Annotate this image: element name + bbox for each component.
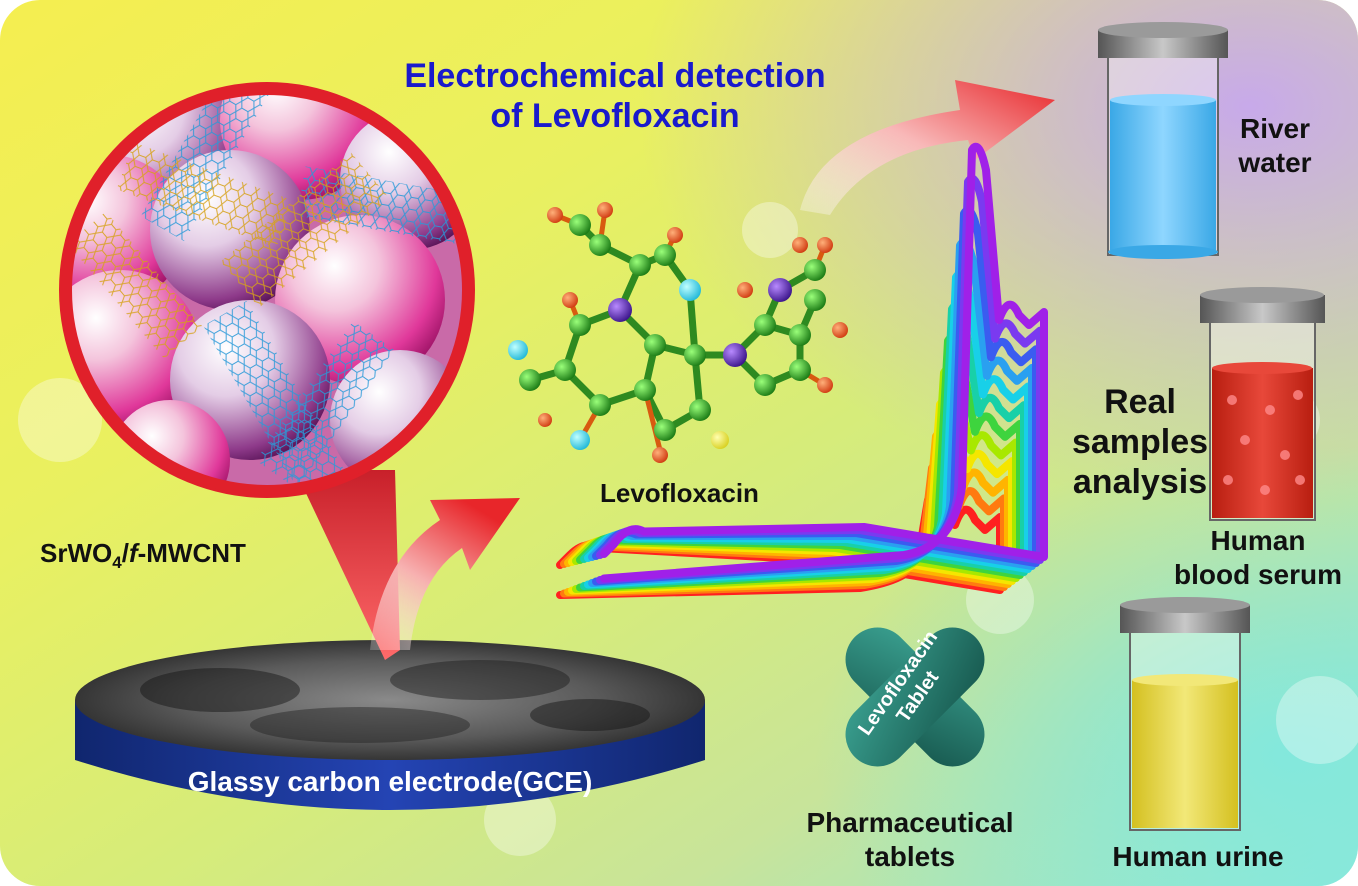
real-samples-label: Real samples analysis: [1050, 382, 1230, 502]
river-water-line-1: River: [1239, 113, 1311, 144]
composite-label-subscript: 4: [112, 553, 122, 573]
glassy-carbon-electrode: [75, 640, 705, 810]
real-samples-line-1: Real: [1104, 383, 1176, 421]
pharma-line-2: tablets: [864, 841, 956, 872]
title-line-2: of Levofloxacin: [490, 97, 740, 135]
composite-magnified-view: [59, 82, 475, 498]
composite-label-rest: -MWCNT: [137, 538, 246, 568]
title-line-1: Electrochemical detection: [404, 57, 826, 95]
river-water-label: River water: [1215, 112, 1335, 180]
voltammogram-curve: [600, 142, 1048, 583]
molecule-label: Levofloxacin: [600, 478, 759, 508]
river-water-line-2: water: [1238, 147, 1312, 178]
electrode-label: Glassy carbon electrode(GCE): [187, 766, 593, 797]
figure-title: Electrochemical detection of Levofloxaci…: [345, 56, 885, 136]
tablet-text: Levofloxacin Tablet: [854, 627, 943, 740]
vial-urine: [1120, 597, 1250, 831]
arrow-to-samples: [800, 80, 1055, 215]
composite-label-slash: /: [121, 538, 129, 568]
magnifier-pointer: [295, 470, 400, 660]
composite-label-italic: f: [128, 538, 138, 568]
composite-label-main: SrWO: [40, 538, 113, 568]
real-samples-line-2: samples: [1071, 423, 1209, 461]
levofloxacin-molecule: [508, 202, 848, 463]
blood-serum-line-1: Human: [1210, 525, 1306, 556]
blood-serum-label: Human blood serum: [1158, 524, 1358, 592]
vial-blood-serum: [1200, 287, 1325, 521]
urine-label: Human urine: [1112, 841, 1284, 872]
vial-river-water: [1098, 22, 1228, 259]
voltammogram-curves: [556, 142, 1048, 599]
real-samples-line-3: analysis: [1072, 463, 1208, 501]
pharma-line-1: Pharmaceutical: [806, 807, 1014, 838]
arrow-electrode-to-molecule: [370, 498, 520, 650]
blood-serum-line-2: blood serum: [1173, 559, 1342, 590]
composite-label: SrWO4/f-MWCNT: [40, 538, 246, 573]
electrode-surface: [75, 640, 705, 760]
pharma-label: Pharmaceutical tablets: [790, 806, 1030, 874]
levofloxacin-tablet: [845, 627, 985, 767]
